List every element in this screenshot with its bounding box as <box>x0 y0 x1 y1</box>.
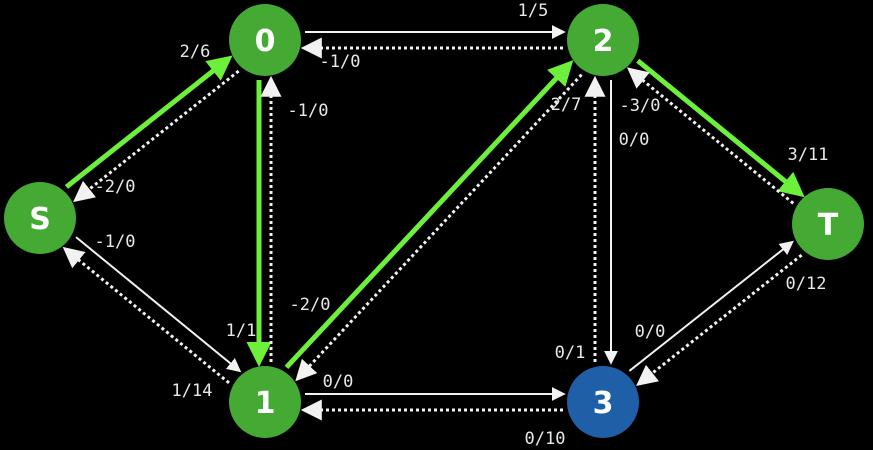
node-label-1: 1 <box>255 386 276 421</box>
node-T: T <box>792 188 864 260</box>
edge-label-2-to-0: -1/0 <box>320 52 361 72</box>
edge-T-to-2 <box>626 67 795 205</box>
node-S: S <box>4 182 76 254</box>
node-2: 2 <box>567 4 639 76</box>
edge-label-3-to-T: 0/12 <box>786 274 827 294</box>
edge-3-to-T <box>628 240 794 372</box>
edge-2-to-1 <box>295 73 583 382</box>
edge-label-2-to-1: -2/0 <box>290 295 331 315</box>
edge-label-S-to-1: 1/14 <box>172 381 213 401</box>
node-label-0: 0 <box>255 24 276 59</box>
node-circle-3 <box>567 366 639 438</box>
node-circle-T <box>792 188 864 260</box>
edge-0-to-S <box>73 69 240 203</box>
node-0: 0 <box>229 4 301 76</box>
edge-S-to-1 <box>75 236 242 373</box>
node-label-S: S <box>29 202 51 237</box>
edge-S-to-0 <box>64 55 233 189</box>
edge-label-3-to-2: 0/0 <box>619 130 650 150</box>
nodes-layer: S 0 1 2 3 T <box>4 4 864 438</box>
edge-label-1-to-0: -1/0 <box>288 101 329 121</box>
edge-label-1-to-2: 2/7 <box>551 95 582 115</box>
edge-label-0-to-1: 1/1 <box>226 321 257 341</box>
edge-label-T-to-2: -3/0 <box>620 96 661 116</box>
edge-2-to-T <box>636 58 805 198</box>
node-3: 3 <box>567 366 639 438</box>
node-circle-2 <box>567 4 639 76</box>
node-label-T: T <box>818 208 839 243</box>
edge-label-0-to-S: -2/0 <box>95 177 136 197</box>
edge-label-2-to-3: 0/1 <box>555 343 586 363</box>
node-label-3: 3 <box>593 386 614 421</box>
node-circle-1 <box>229 366 301 438</box>
edge-T-to-3 <box>636 253 803 387</box>
node-1: 1 <box>229 366 301 438</box>
edge-label-T-to-3: 0/0 <box>635 322 666 342</box>
edges-layer <box>62 25 805 421</box>
node-label-2: 2 <box>593 24 614 59</box>
edge-label-3-to-1: 0/0 <box>323 372 354 392</box>
edge-label-S-to-0: 2/6 <box>180 42 211 62</box>
node-circle-0 <box>229 4 301 76</box>
node-circle-S <box>4 182 76 254</box>
edge-1-to-S <box>62 246 230 385</box>
edge-label-1-to-3: 0/10 <box>525 429 566 449</box>
edge-label-2-to-T: 3/11 <box>788 145 829 165</box>
edge-1-to-2 <box>284 60 574 370</box>
edge-label-1-to-S: -1/0 <box>95 232 136 252</box>
edge-label-0-to-2: 1/5 <box>518 1 549 21</box>
